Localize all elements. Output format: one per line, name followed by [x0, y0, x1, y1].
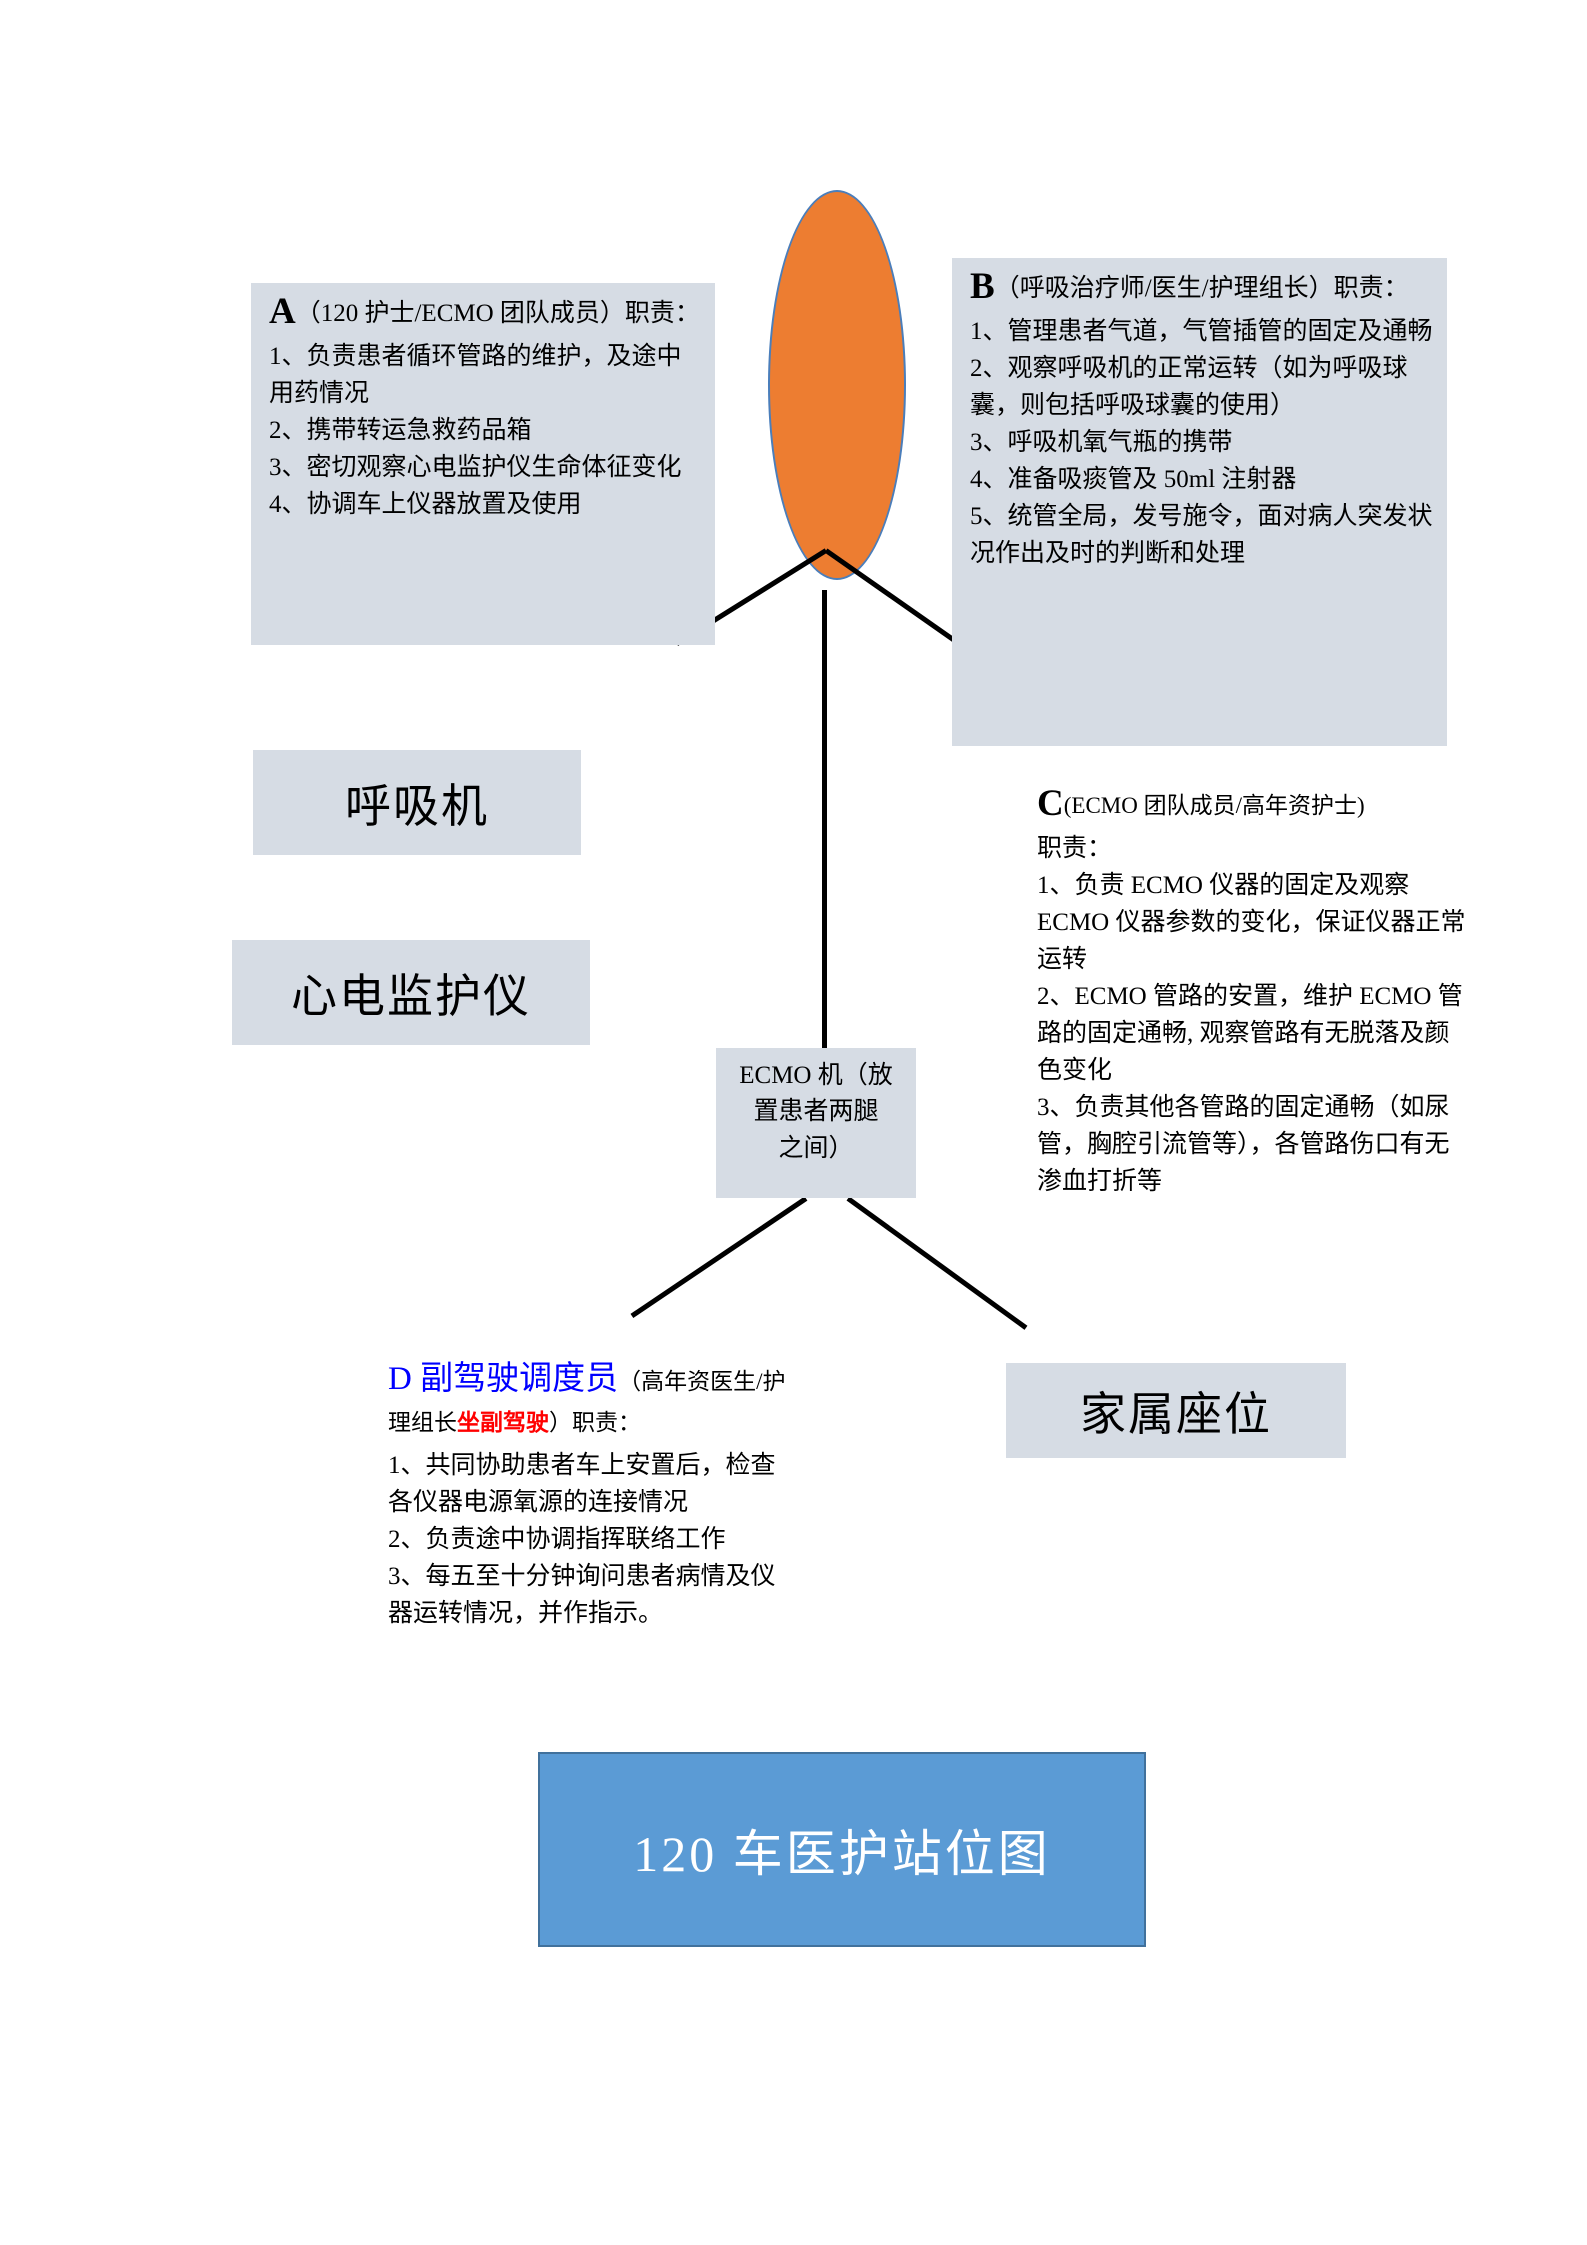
- role-d-duty-3: 3、每五至十分钟询问患者病情及仪器运转情况，并作指示。: [388, 1562, 776, 1627]
- ecmo-machine-box: ECMO 机（放 置患者两腿 之间）: [716, 1048, 916, 1198]
- equipment-ventilator-box: 呼吸机: [253, 750, 581, 855]
- title-banner: 120 车医护站位图: [538, 1752, 1146, 1947]
- role-d-box: D 副驾驶调度员（高年资医生/护理组长坐副驾驶）职责： 1、共同协助患者车上安置…: [370, 1345, 802, 1644]
- role-d-highlight: 坐副驾驶: [457, 1409, 549, 1435]
- role-c-letter: C: [1037, 783, 1064, 824]
- role-a-duty-2: 2、携带转运急救药品箱: [269, 417, 532, 444]
- role-b-letter: B: [970, 266, 995, 307]
- role-b-duty-5: 5、统管全局，发号施令，面对病人突发状况作出及时的判断和处理: [970, 503, 1433, 567]
- patient-ellipse: [768, 190, 906, 580]
- role-d-heading: D 副驾驶调度员（高年资医生/护理组长坐副驾驶）职责：: [388, 1355, 788, 1441]
- role-d-letter: D: [388, 1361, 412, 1397]
- role-d-duty-1: 1、共同协助患者车上安置后，检查各仪器电源氧源的连接情况: [388, 1451, 776, 1516]
- role-a-box: A（120 护士/ECMO 团队成员）职责： 1、负责患者循环管路的维护，及途中…: [251, 283, 715, 645]
- role-b-heading-text: （呼吸治疗师/医生/护理组长）职责：: [994, 275, 1409, 302]
- role-a-duty-4: 4、协调车上仪器放置及使用: [269, 491, 582, 518]
- role-d-duty-2: 2、负责途中协调指挥联络工作: [388, 1525, 726, 1553]
- role-b-duty-3: 3、呼吸机氧气瓶的携带: [970, 429, 1233, 456]
- role-a-heading: A（120 护士/ECMO 团队成员）职责：: [269, 293, 701, 332]
- role-b-duty-1: 1、管理患者气道，气管插管的固定及通畅: [970, 318, 1433, 345]
- connector-patient-to-ecmo: [822, 590, 827, 1050]
- equipment-monitor-label: 心电监护仪: [291, 970, 531, 1022]
- role-d-paren-open: （高年资医生/护理组长: [388, 1369, 786, 1435]
- title-banner-text: 120 车医护站位图: [633, 1825, 1051, 1882]
- ecmo-machine-line-3: 之间）: [778, 1134, 854, 1162]
- role-b-heading: B（呼吸治疗师/医生/护理组长）职责：: [970, 268, 1433, 307]
- role-a-letter: A: [269, 291, 296, 332]
- role-a-duty-3: 3、密切观察心电监护仪生命体征变化: [269, 454, 682, 481]
- role-c-duty-3: 3、负责其他各管路的固定通畅（如尿管，胸腔引流管等），各管路伤口有无渗血打折等: [1037, 1094, 1450, 1195]
- role-a-duty-1: 1、负责患者循环管路的维护，及途中用药情况: [269, 343, 682, 407]
- role-d-paren-close: ）职责：: [549, 1409, 641, 1435]
- role-c-box: C(ECMO 团队成员/高年资护士) 职责： 1、负责 ECMO 仪器的固定及观…: [1019, 775, 1481, 1212]
- role-a-heading-text: （120 护士/ECMO 团队成员）职责：: [295, 300, 700, 327]
- connector-ecmo-to-family: [846, 1196, 1028, 1330]
- family-seat-label: 家属座位: [1080, 1388, 1272, 1440]
- role-c-duty-1: 1、负责 ECMO 仪器的固定及观察 ECMO 仪器参数的变化，保证仪器正常运转: [1037, 872, 1466, 973]
- role-c-duty-2: 2、ECMO 管路的安置，维护 ECMO 管路的固定通畅, 观察管路有无脱落及颜…: [1037, 983, 1463, 1084]
- role-c-heading: C(ECMO 团队成员/高年资护士): [1037, 785, 1467, 824]
- role-d-title: 副驾驶调度员: [420, 1361, 619, 1397]
- equipment-monitor-box: 心电监护仪: [232, 940, 590, 1045]
- ecmo-machine-line-2: 置患者两腿: [753, 1098, 879, 1126]
- family-seat-box: 家属座位: [1006, 1363, 1346, 1458]
- role-b-box: B（呼吸治疗师/医生/护理组长）职责： 1、管理患者气道，气管插管的固定及通畅 …: [952, 258, 1447, 746]
- role-b-duty-2: 2、观察呼吸机的正常运转（如为呼吸球囊，则包括呼吸球囊的使用）: [970, 355, 1408, 419]
- connector-ecmo-to-d: [630, 1196, 808, 1319]
- role-b-duty-4: 4、准备吸痰管及 50ml 注射器: [970, 466, 1297, 493]
- equipment-ventilator-label: 呼吸机: [345, 780, 489, 832]
- role-c-subheading: 职责：: [1037, 835, 1113, 862]
- ecmo-machine-line-1: ECMO 机（放: [739, 1062, 893, 1089]
- role-c-heading-text: (ECMO 团队成员/高年资护士): [1063, 793, 1365, 818]
